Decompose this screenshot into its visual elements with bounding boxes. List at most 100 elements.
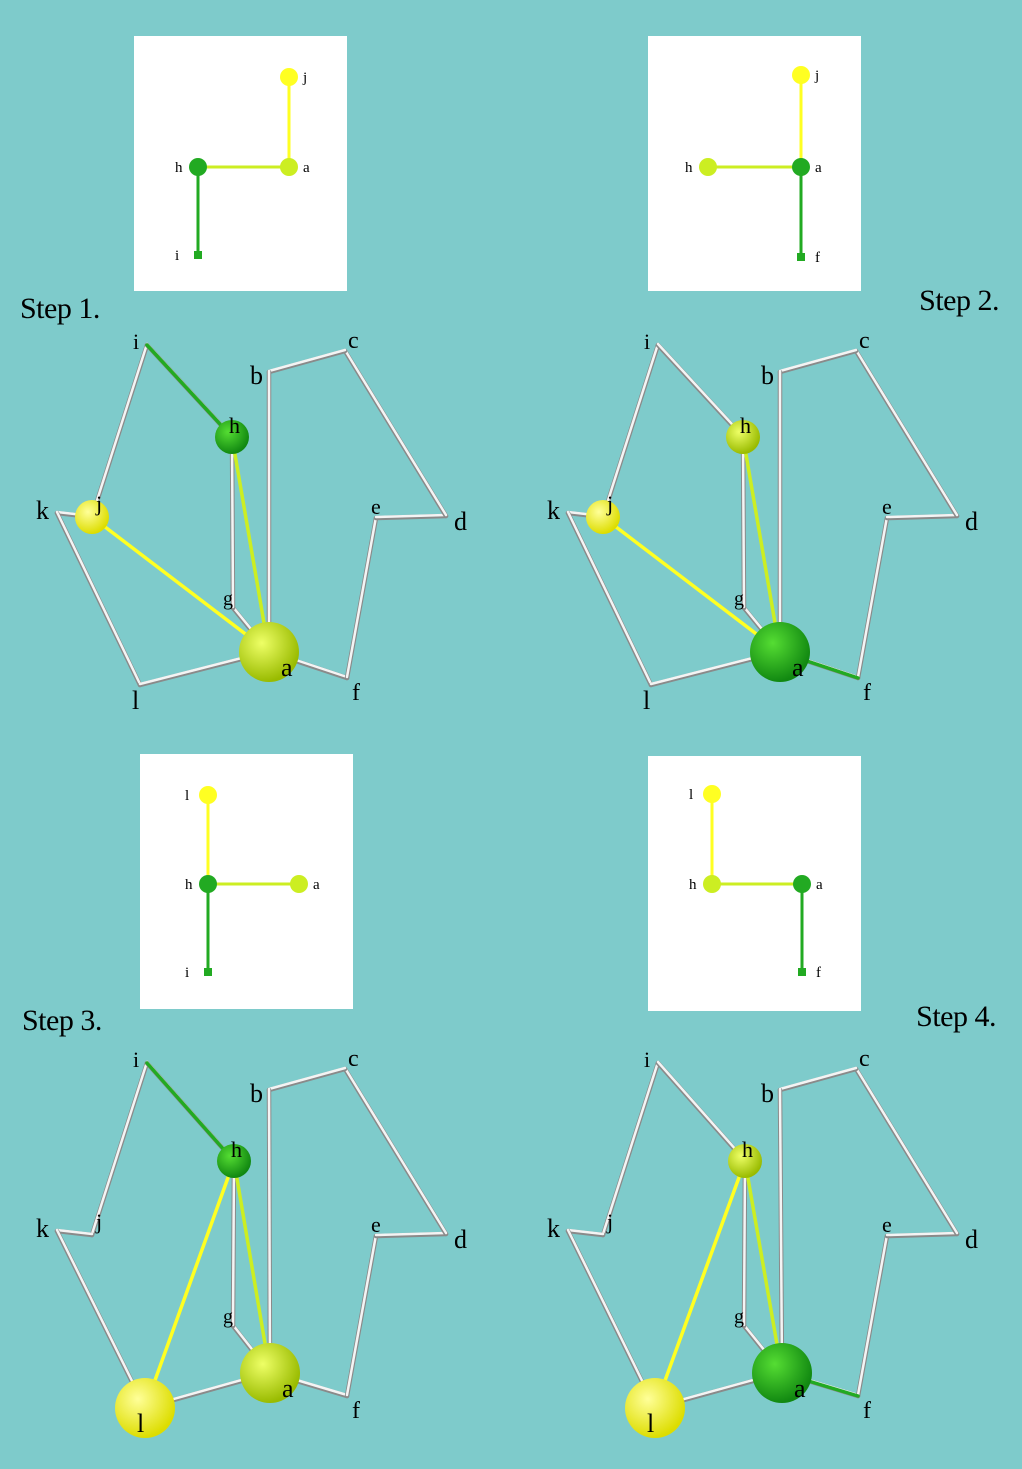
graph-edge-i-j <box>601 342 660 518</box>
tree-node-j <box>280 68 298 86</box>
graph-label-k: k <box>36 1214 49 1243</box>
step-title: Step 1. <box>20 292 100 325</box>
highlight-edge-h-a <box>743 1159 784 1375</box>
graph-label-d: d <box>965 1225 978 1254</box>
tree-node-h <box>703 875 721 893</box>
graph-label-l: l <box>137 1409 144 1438</box>
tree-node-h <box>189 158 207 176</box>
step-title: Step 2. <box>919 284 999 317</box>
tree-node-a <box>792 158 810 176</box>
tree-node-a <box>793 875 811 893</box>
tree-label-i: i <box>185 965 189 981</box>
highlight-edge-i-h <box>145 1061 236 1163</box>
tree-label-j: j <box>814 68 819 84</box>
sphere-l <box>625 1378 685 1438</box>
graph-edge-i-j <box>90 342 149 518</box>
step-title: Step 4. <box>916 1000 996 1033</box>
graph-label-a: a <box>792 653 804 682</box>
highlight-edge-h-a <box>232 1159 272 1375</box>
tree-node-l <box>703 785 721 803</box>
graph-edge-i-h <box>656 342 745 438</box>
graph-edge-d-c <box>343 348 448 517</box>
graph-label-k: k <box>547 496 560 525</box>
graph-label-f: f <box>352 680 360 706</box>
graph-edge-e-d <box>374 1231 448 1237</box>
tree-label-a: a <box>815 160 822 176</box>
graph-label-f: f <box>352 1398 360 1424</box>
graph-label-b: b <box>250 361 263 390</box>
graph-edge-d-c <box>343 1066 448 1235</box>
graph-edge-e-d <box>885 1231 959 1237</box>
graph-label-c: c <box>348 328 359 354</box>
graph-label-j: j <box>95 1209 102 1234</box>
graph-label-g: g <box>734 1306 744 1328</box>
graph-edge-f-e <box>345 1233 378 1397</box>
graph-label-h: h <box>740 413 751 438</box>
tree-inset-background <box>134 36 347 291</box>
tree-inset-background <box>140 754 353 1009</box>
graph-label-f: f <box>863 1398 871 1424</box>
graph-edge-d-c <box>854 348 959 517</box>
graph-edge-e-d <box>885 513 959 519</box>
graph-edge-i-j <box>90 1060 149 1236</box>
graph-label-j: j <box>95 491 102 516</box>
tree-inset-background <box>648 36 861 291</box>
graph-label-b: b <box>250 1079 263 1108</box>
graph-edge-k-l <box>566 510 653 686</box>
graph-edge-g-h <box>230 434 235 609</box>
graph-label-i: i <box>644 329 650 354</box>
graph-label-e: e <box>371 494 381 519</box>
graph-edge-g-h <box>741 434 746 609</box>
graph-edge-e-d <box>374 513 448 519</box>
sphere-h <box>726 420 760 454</box>
sphere-a <box>239 622 299 682</box>
highlight-edge-j-a <box>90 515 271 654</box>
graph-label-c: c <box>348 1046 359 1072</box>
graph-label-l: l <box>643 686 650 715</box>
tree-label-h: h <box>689 877 697 893</box>
graph-edge-j-k <box>566 1228 605 1236</box>
sphere-j <box>586 500 620 534</box>
graph-label-g: g <box>734 588 744 610</box>
tree-label-j: j <box>302 70 307 86</box>
graph-label-b: b <box>761 1079 774 1108</box>
graph-edge-j-k <box>55 1228 94 1236</box>
graph-edge-c-b <box>267 348 347 373</box>
tree-label-h: h <box>175 160 183 176</box>
graph-edge-k-l <box>55 1228 147 1409</box>
highlight-edge-i-h <box>145 343 234 439</box>
tree-label-a: a <box>313 877 320 893</box>
graph-edge-f-e <box>856 1233 889 1397</box>
graph-label-d: d <box>965 507 978 536</box>
tree-label-l: l <box>185 788 189 804</box>
graph-label-k: k <box>547 1214 560 1243</box>
graph-label-j: j <box>606 491 613 516</box>
highlight-edge-j-a <box>601 515 782 654</box>
graph-label-i: i <box>644 1047 650 1072</box>
highlight-edge-h-a <box>741 435 782 654</box>
graph-edge-d-c <box>854 1066 959 1235</box>
graph-label-b: b <box>761 361 774 390</box>
graph-label-c: c <box>859 1046 870 1072</box>
tree-label-i: i <box>175 248 179 264</box>
graph-label-d: d <box>454 1225 467 1254</box>
tree-label-f: f <box>815 250 820 266</box>
tree-node-i <box>194 251 202 259</box>
graph-label-e: e <box>882 494 892 519</box>
graph-label-k: k <box>36 496 49 525</box>
tree-node-f <box>798 968 806 976</box>
sphere-a <box>752 1343 812 1403</box>
graph-edge-i-h <box>656 1060 747 1162</box>
graph-label-c: c <box>859 328 870 354</box>
highlight-edge-h-a <box>230 435 271 654</box>
